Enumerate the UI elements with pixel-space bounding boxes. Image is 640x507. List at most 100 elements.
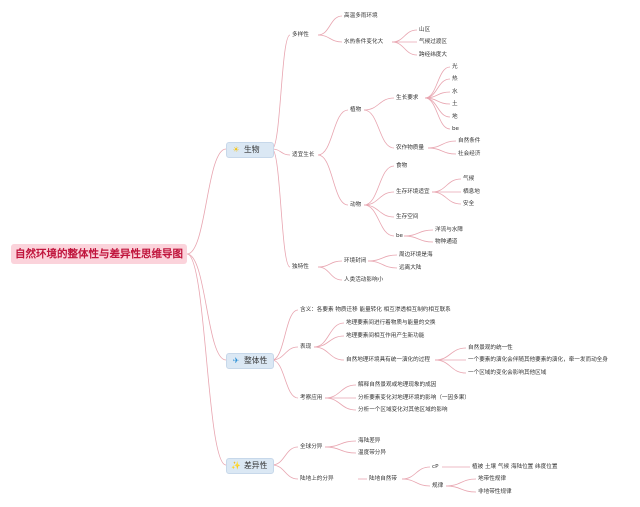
connector-line xyxy=(324,397,357,411)
connector-line xyxy=(317,15,343,36)
node-closed-environment[interactable]: 环境封闭 xyxy=(344,258,367,264)
connector-line xyxy=(271,34,291,150)
connector-line xyxy=(363,191,395,206)
node-region-change[interactable]: 一个区域的变化会影响其他区域 xyxy=(468,370,547,376)
node-social-economy[interactable]: 社会经济 xyxy=(458,151,481,157)
connector-line xyxy=(445,478,477,487)
node-climate[interactable]: 气候 xyxy=(463,176,475,182)
node-zonal-law[interactable]: 地带性规律 xyxy=(478,476,506,482)
node-be[interactable]: be xyxy=(452,126,459,132)
node-water[interactable]: 水 xyxy=(452,89,458,95)
node-climate-transition[interactable]: 气候过渡区 xyxy=(419,39,447,45)
node-soil[interactable]: 土 xyxy=(452,101,458,107)
connector-line xyxy=(271,148,291,156)
node-natural-conditions[interactable]: 自然条件 xyxy=(458,138,481,144)
connector-line xyxy=(391,29,418,43)
paper-plane-icon: ✈ xyxy=(232,356,240,365)
node-heat[interactable]: 热 xyxy=(452,76,458,82)
connector-line xyxy=(324,446,357,454)
node-living-space[interactable]: 生存空间 xyxy=(396,214,419,220)
node-safety[interactable]: 安全 xyxy=(463,201,475,207)
connector-line xyxy=(367,260,398,269)
node-food[interactable]: 食物 xyxy=(396,163,408,169)
sparkles-icon: ✨ xyxy=(231,461,241,470)
connector-line xyxy=(363,204,395,237)
node-animals[interactable]: 动物 xyxy=(350,202,362,208)
root-topic[interactable]: 自然环境的整体性与差异性思维导图 xyxy=(11,244,187,264)
connector-line xyxy=(424,97,451,130)
node-factors[interactable]: 植被 土壤 气候 海陆位置 纬度位置 xyxy=(472,464,558,470)
section-difference[interactable]: ✨差异性 xyxy=(226,458,274,474)
node-low-human-impact[interactable]: 人类活动影响小 xyxy=(344,277,384,283)
connector-line xyxy=(324,440,357,448)
node-azonal-law[interactable]: 非地带性规律 xyxy=(478,489,512,495)
connector-line xyxy=(391,41,418,56)
node-global-differentiation[interactable]: 全球分异 xyxy=(300,444,323,450)
node-land[interactable]: 地 xyxy=(452,114,458,120)
node-sea-land-difference[interactable]: 海陆差异 xyxy=(358,438,381,444)
node-high-temp-rain[interactable]: 高温多雨环境 xyxy=(344,13,378,19)
sun-icon: ☀ xyxy=(232,145,240,154)
node-one-element-change[interactable]: 一个要素的演化会伴随其他要素的演化，牵一发而动全身 xyxy=(468,357,608,363)
connector-line xyxy=(363,165,395,206)
node-law[interactable]: 规律 xyxy=(432,483,444,489)
connector-line xyxy=(271,464,299,480)
node-material-exchange[interactable]: 地理要素间进行着物质与能量的交换 xyxy=(346,320,436,326)
node-habitat-suitable[interactable]: 生存环境适宜 xyxy=(396,189,430,195)
section-difference-label: 差异性 xyxy=(244,461,268,470)
node-application[interactable]: 考察应用 xyxy=(300,395,323,401)
node-growth-requirement[interactable]: 生长要求 xyxy=(396,95,419,101)
connector-line xyxy=(271,359,299,399)
node-unified-evolution[interactable]: 自然地理环境具有统一演化的过程 xyxy=(346,357,430,363)
connector-line xyxy=(324,384,357,399)
node-be-2[interactable]: be xyxy=(396,233,403,239)
node-ocean-barrier[interactable]: 洋流与水障 xyxy=(435,227,463,233)
node-crop-quality[interactable]: 农作物质量 xyxy=(396,145,424,151)
connector-line xyxy=(363,204,395,218)
node-definition[interactable]: 含义：各要素 物质迁移 能量转化 相互渗透相互制约相互联系 xyxy=(300,307,451,313)
connector-line xyxy=(313,346,345,361)
connector-line xyxy=(271,346,299,361)
section-wholeness[interactable]: ✈ 整体性 xyxy=(226,353,274,369)
connector-line xyxy=(313,335,345,348)
node-adaptive-growth[interactable]: 适宜生长 xyxy=(292,152,315,158)
node-shelter[interactable]: 栖息地 xyxy=(463,189,480,195)
connector-line xyxy=(363,109,395,149)
node-cp[interactable]: cP xyxy=(432,464,439,470)
connector-line xyxy=(403,229,434,237)
node-new-function[interactable]: 地理要素间相互作用产生新功能 xyxy=(346,333,425,339)
node-diversity[interactable]: 多样性 xyxy=(292,32,309,38)
node-mountain[interactable]: 山区 xyxy=(419,27,431,33)
connector-line xyxy=(313,322,345,348)
connector-line xyxy=(427,147,457,155)
node-explain-cause[interactable]: 解释自然景观或地理现象的成因 xyxy=(358,382,437,388)
connector-line xyxy=(367,254,398,262)
node-uniqueness[interactable]: 独特性 xyxy=(292,264,309,270)
connector-line xyxy=(317,109,349,156)
connector-line xyxy=(317,266,343,281)
connector-line xyxy=(431,178,462,193)
node-land-natural-zone[interactable]: 陆地自然带 xyxy=(369,476,397,482)
node-species-passage[interactable]: 物种通道 xyxy=(435,239,458,245)
node-temperature-belt[interactable]: 温度带分异 xyxy=(358,450,386,456)
connector-line xyxy=(427,140,457,149)
node-expression[interactable]: 表现 xyxy=(300,344,312,350)
node-far-continent[interactable]: 远离大陆 xyxy=(399,265,422,271)
node-plants[interactable]: 植物 xyxy=(350,107,362,113)
node-surrounded-sea[interactable]: 周边环境是海 xyxy=(399,252,433,258)
node-latitude-span[interactable]: 跨经纬度大 xyxy=(419,52,447,58)
node-analyze-element[interactable]: 分析要素变化对地理环境的影响（一因多果） xyxy=(358,395,470,401)
section-wholeness-label: 整体性 xyxy=(244,356,268,365)
node-analyze-region[interactable]: 分析一个区域变化对其他区域的影响 xyxy=(358,407,448,413)
node-light[interactable]: 光 xyxy=(452,64,458,70)
node-water-heat-change[interactable]: 水热条件变化大 xyxy=(344,39,384,45)
connector-line xyxy=(271,309,299,361)
connector-line xyxy=(434,359,467,374)
section-biology[interactable]: ☀生物 xyxy=(226,142,274,158)
connector-line xyxy=(445,485,477,493)
node-landscape-unity[interactable]: 自然景观的统一性 xyxy=(468,345,513,351)
connector-line xyxy=(317,34,343,43)
node-land-differentiation[interactable]: 陆地上的分异 xyxy=(300,476,334,482)
connector-line xyxy=(434,347,467,361)
connector-line xyxy=(403,235,434,243)
